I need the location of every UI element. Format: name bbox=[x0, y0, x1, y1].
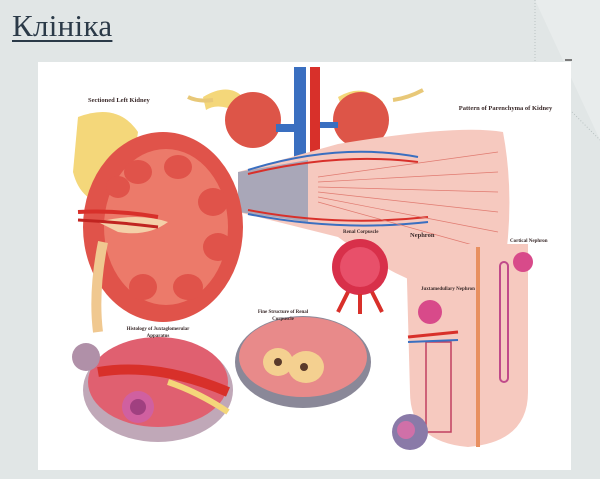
slide-title: Клініка bbox=[12, 8, 113, 43]
juxtaglomerular-illustration bbox=[72, 337, 233, 442]
fine-structure-illustration bbox=[235, 316, 371, 408]
kidney-anatomy-drawing bbox=[72, 67, 533, 450]
label-juxtaglomerular: Histology of Juxtaglomerular Apparatus bbox=[126, 327, 190, 339]
label-nephron: Nephron bbox=[410, 232, 435, 239]
label-sectioned-left-kidney: Sectioned Left Kidney bbox=[88, 97, 150, 104]
sectioned-kidney-illustration bbox=[73, 112, 243, 333]
label-cortical-nephron: Cortical Nephron bbox=[510, 239, 548, 244]
kidney-anatomy-illustration: Sectioned Left Kidney Pattern of Parench… bbox=[38, 62, 571, 470]
label-renal-corpuscle: Renal Corpuscle bbox=[343, 230, 379, 235]
kidney-pair-illustration bbox=[187, 67, 424, 167]
label-parenchyma: Pattern of Parenchyma of Kidney bbox=[458, 105, 553, 112]
nephron-panel-illustration bbox=[406, 244, 533, 447]
label-fine-structure: Fine Structure of Renal Corpuscle bbox=[257, 310, 309, 322]
renal-corpuscle-illustration bbox=[332, 239, 388, 314]
label-juxtamedullary-nephron: Juxtamedullary Nephron bbox=[421, 287, 475, 292]
